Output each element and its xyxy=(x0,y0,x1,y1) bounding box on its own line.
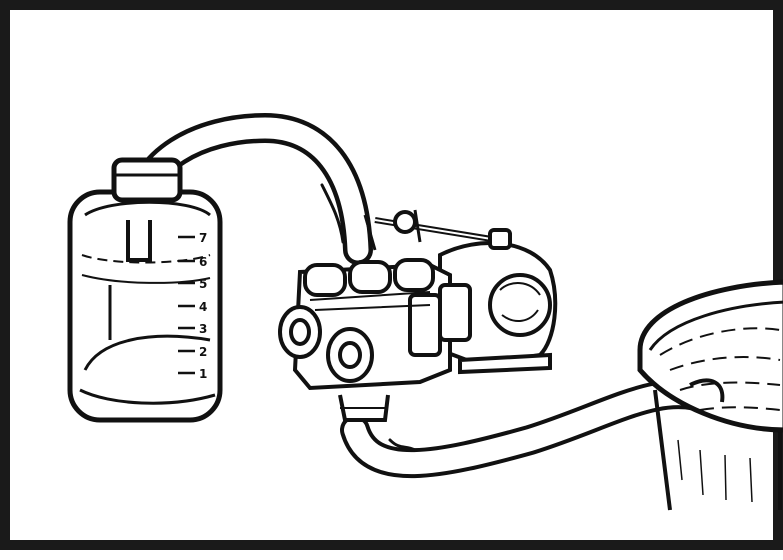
measuring-jar: 7 6 5 4 3 2 1 xyxy=(70,160,220,420)
scale-mark-2: 2 xyxy=(199,345,207,359)
scale-mark-4: 4 xyxy=(199,300,207,314)
illustration: 7 6 5 4 3 2 1 xyxy=(10,10,783,560)
injection-pump xyxy=(280,210,555,420)
scale-mark-5: 5 xyxy=(199,277,207,291)
scale-mark-3: 3 xyxy=(199,322,207,336)
scale-mark-7: 7 xyxy=(199,231,207,245)
scale-mark-6: 6 xyxy=(199,255,207,269)
scale-mark-1: 1 xyxy=(199,367,207,381)
